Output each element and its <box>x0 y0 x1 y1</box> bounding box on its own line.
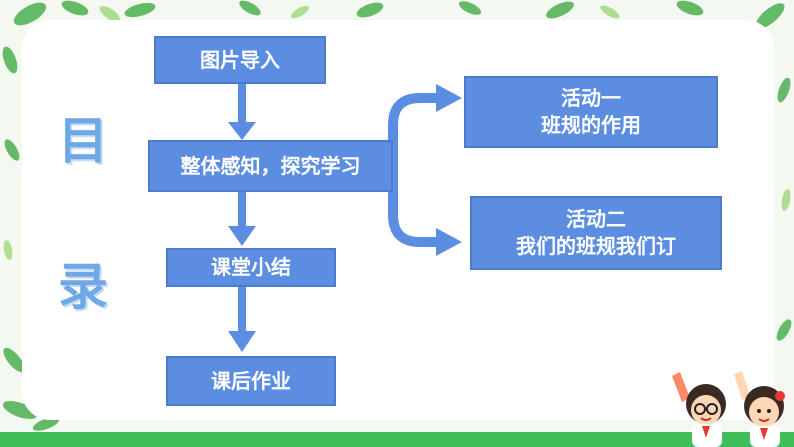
arrow-shaft-2 <box>238 192 246 228</box>
arrow-shaft-1 <box>238 84 246 124</box>
arrow-head-activity-2 <box>436 228 462 256</box>
step-summary-label: 课堂小结 <box>211 255 291 279</box>
step-explore-study: 整体感知，探究学习 <box>148 140 393 192</box>
activity-one: 活动一 班规的作用 <box>464 76 718 148</box>
kids-illustration <box>672 371 785 447</box>
bottom-bar <box>0 432 794 447</box>
arrow-shaft-3 <box>238 287 246 333</box>
title-char-2: 录 <box>58 258 108 316</box>
brace-connector <box>388 93 440 247</box>
activity-two-title: 活动二 <box>566 207 626 231</box>
arrow-head-2 <box>228 226 256 246</box>
activity-two: 活动二 我们的班规我们订 <box>470 196 722 270</box>
activity-two-subtitle: 我们的班规我们订 <box>516 234 676 258</box>
arrow-head-activity-1 <box>436 84 462 112</box>
step-homework: 课后作业 <box>166 356 336 406</box>
arrow-head-1 <box>228 122 256 140</box>
step-summary: 课堂小结 <box>166 248 336 287</box>
title-char-1: 目 <box>58 112 108 170</box>
arrow-head-3 <box>228 331 256 352</box>
step-explore-study-label: 整体感知，探究学习 <box>180 153 361 178</box>
step-image-intro: 图片导入 <box>154 36 326 84</box>
activity-one-subtitle: 班规的作用 <box>541 113 641 137</box>
activity-one-title: 活动一 <box>561 86 621 110</box>
step-homework-label: 课后作业 <box>211 368 291 393</box>
step-image-intro-label: 图片导入 <box>200 47 280 72</box>
